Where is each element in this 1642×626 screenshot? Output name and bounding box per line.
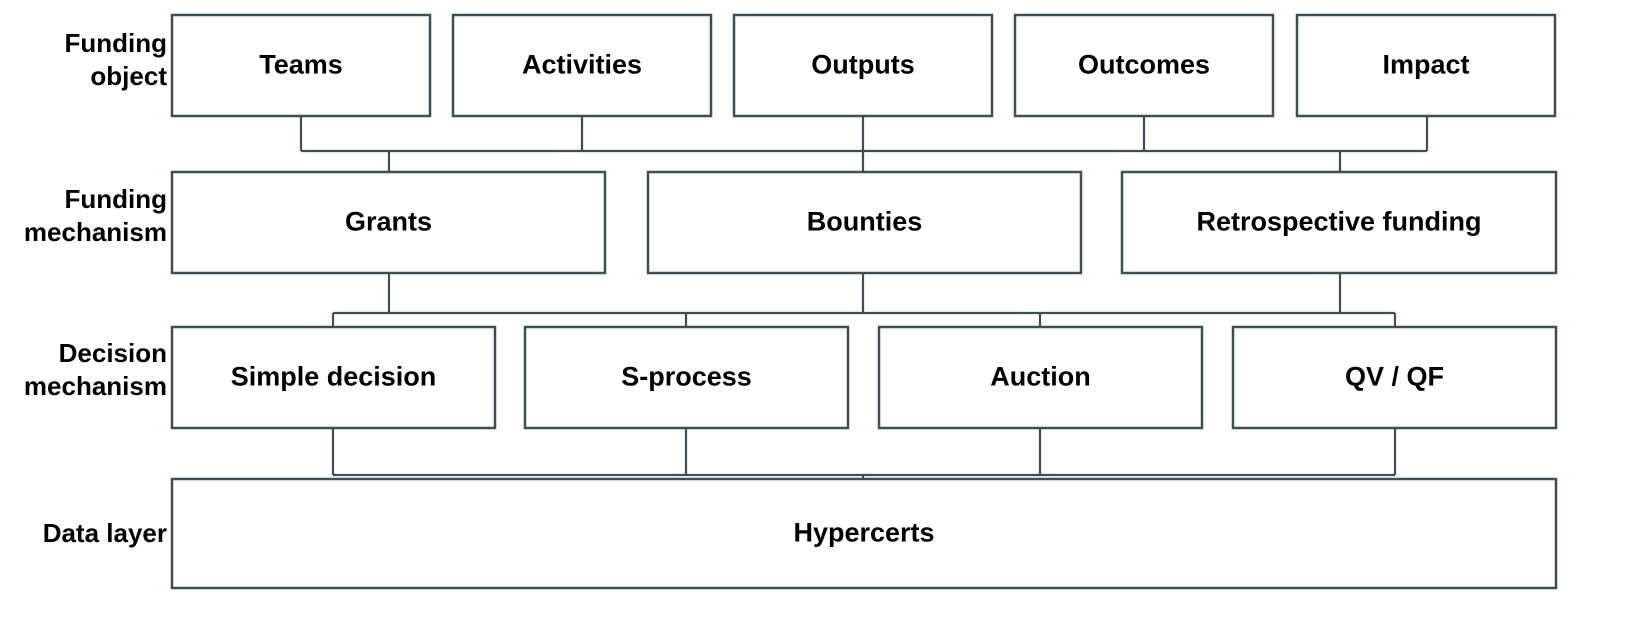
node-simple-decision[interactable]: Simple decision [170, 325, 497, 430]
row-label-line: mechanism [24, 217, 167, 247]
node-box-auction[interactable] [877, 325, 1204, 430]
node-box-outcomes[interactable] [1013, 13, 1275, 118]
node-label-bounties: Bounties [807, 207, 923, 237]
node-box-retrospective-funding[interactable] [1120, 170, 1558, 275]
node-auction[interactable]: Auction [877, 325, 1204, 430]
node-outputs[interactable]: Outputs [732, 13, 994, 118]
node-label-s-process: S-process [621, 362, 752, 392]
node-qv-qf[interactable]: QV / QF [1231, 325, 1558, 430]
row-label-line: Data layer [43, 518, 167, 548]
node-teams[interactable]: Teams [170, 13, 432, 118]
connector-bus-funding-object-to-mechanism [299, 116, 1429, 172]
node-layer: Teams Activities Outputs Outcomes ImpactGran… [170, 13, 1558, 590]
connector-bus-decision-to-data-layer [331, 428, 1397, 479]
node-hypercerts[interactable]: Hypercerts [170, 477, 1558, 590]
row-label-line: mechanism [24, 371, 167, 401]
node-s-process[interactable]: S-process [523, 325, 850, 430]
node-bounties[interactable]: Bounties [646, 170, 1083, 275]
node-label-outputs: Outputs [811, 50, 914, 80]
node-label-impact: Impact [1382, 50, 1469, 80]
node-label-grants: Grants [345, 207, 432, 237]
node-box-s-process[interactable] [523, 325, 850, 430]
node-retrospective-funding[interactable]: Retrospective funding [1120, 170, 1558, 275]
node-activities[interactable]: Activities [451, 13, 713, 118]
node-label-hypercerts: Hypercerts [793, 518, 934, 548]
node-box-outputs[interactable] [732, 13, 994, 118]
row-label-layer: FundingobjectFundingmechanismDecisionmec… [24, 28, 167, 548]
node-label-qv-qf: QV / QF [1345, 362, 1444, 392]
node-label-retrospective-funding: Retrospective funding [1196, 207, 1481, 237]
node-label-activities: Activities [522, 50, 642, 80]
node-box-teams[interactable] [170, 13, 432, 118]
node-label-simple-decision: Simple decision [231, 362, 437, 392]
connector-bus-mechanism-to-decision [331, 273, 1397, 327]
node-outcomes[interactable]: Outcomes [1013, 13, 1275, 118]
node-box-impact[interactable] [1295, 13, 1557, 118]
node-impact[interactable]: Impact [1295, 13, 1557, 118]
row-label-line: object [90, 61, 167, 91]
node-box-grants[interactable] [170, 170, 607, 275]
node-box-bounties[interactable] [646, 170, 1083, 275]
node-box-qv-qf[interactable] [1231, 325, 1558, 430]
node-box-activities[interactable] [451, 13, 713, 118]
node-label-teams: Teams [259, 50, 343, 80]
node-box-simple-decision[interactable] [170, 325, 497, 430]
row-label-line: Funding [64, 184, 167, 214]
row-label-data-layer: Data layer [43, 518, 167, 548]
row-label-line: Funding [64, 28, 167, 58]
node-label-auction: Auction [990, 362, 1091, 392]
node-label-outcomes: Outcomes [1078, 50, 1210, 80]
node-box-hypercerts[interactable] [170, 477, 1558, 590]
node-grants[interactable]: Grants [170, 170, 607, 275]
row-label-line: Decision [59, 338, 167, 368]
